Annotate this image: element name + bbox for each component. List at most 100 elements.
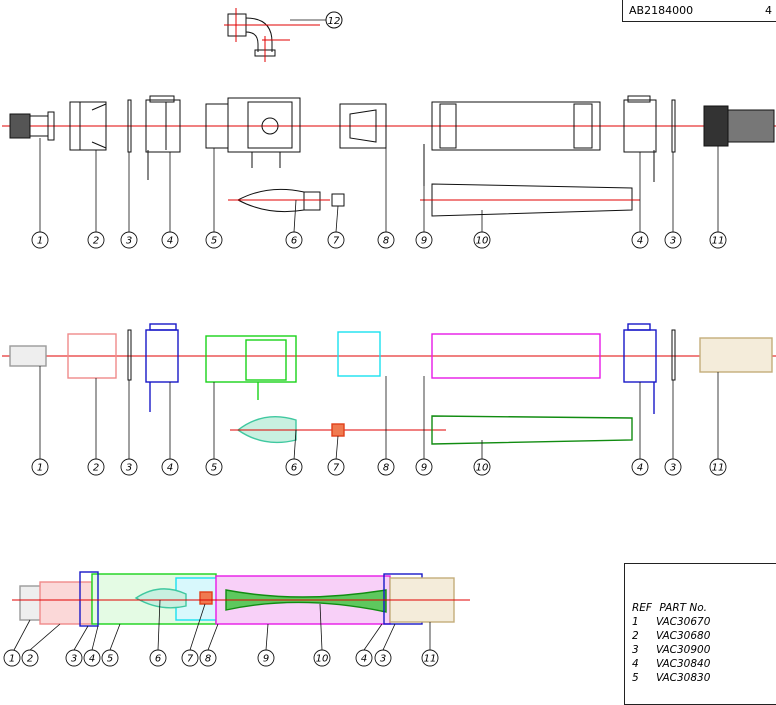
callout-balloon — [415, 231, 433, 249]
part-12-elbow — [224, 8, 320, 62]
callout-balloon — [205, 231, 223, 249]
callout-balloon — [421, 649, 439, 667]
callout-label: 3 — [670, 463, 676, 474]
callout-balloon — [31, 458, 49, 476]
callout-balloon — [65, 649, 83, 667]
callout-label: 8 — [205, 654, 211, 665]
callout-label: 10 — [476, 236, 489, 247]
callout-balloon — [101, 649, 119, 667]
callout-label: 10 — [316, 654, 329, 665]
callout-label: 1 — [9, 654, 15, 665]
callout-balloon — [473, 458, 491, 476]
callout-label: 3 — [71, 654, 77, 665]
callout-balloon — [257, 649, 275, 667]
callout-label: 9 — [263, 654, 269, 665]
callout-12: 12 — [290, 11, 343, 29]
callout-label: 7 — [333, 463, 340, 474]
parts-list-header: REF PART No. — [629, 602, 707, 614]
callout-balloon — [285, 231, 303, 249]
callout-label: 2 — [93, 236, 99, 247]
sheet-number: 4 — [765, 4, 772, 17]
callout-balloon — [285, 458, 303, 476]
callout-balloon — [31, 231, 49, 249]
callout-balloon — [161, 458, 179, 476]
callout-label: 4 — [89, 654, 95, 665]
callout-balloon — [631, 231, 649, 249]
callout-balloon — [205, 458, 223, 476]
row1-exploded-view — [2, 95, 776, 217]
callout-balloon — [83, 649, 101, 667]
callout-label: 5 — [107, 654, 113, 665]
callout-label: 4 — [167, 236, 173, 247]
callout-balloon — [3, 649, 21, 667]
row2-exploded-view-colour — [2, 323, 776, 445]
callout-balloon — [120, 458, 138, 476]
callout-12-label: 12 — [328, 16, 341, 27]
callout-label: 11 — [712, 236, 725, 247]
header-ref: REF — [632, 602, 652, 614]
callout-label: 3 — [380, 654, 386, 665]
callout-balloon — [199, 649, 217, 667]
callout-label: 7 — [333, 236, 340, 247]
callout-label: 4 — [637, 463, 643, 474]
callout-label: 5 — [211, 236, 217, 247]
callout-balloon — [355, 649, 373, 667]
callout-label: 10 — [476, 463, 489, 474]
callout-balloon — [327, 458, 345, 476]
drawing-number: AB2184000 — [629, 4, 694, 17]
callout-balloon — [181, 649, 199, 667]
callout-label: 8 — [383, 463, 389, 474]
callout-label: 6 — [291, 236, 297, 247]
callout-balloon — [120, 231, 138, 249]
callout-label: 8 — [383, 236, 389, 247]
callout-label: 2 — [93, 463, 99, 474]
callout-balloon — [87, 458, 105, 476]
callout-label: 5 — [211, 463, 217, 474]
callout-balloon — [377, 231, 395, 249]
callout-label: 3 — [670, 236, 676, 247]
row2-callouts — [39, 366, 719, 461]
callout-balloon — [149, 649, 167, 667]
callout-label: 3 — [126, 236, 132, 247]
callout-label: 9 — [421, 236, 427, 247]
row3-assembled-view — [12, 571, 470, 627]
callout-balloon — [374, 649, 392, 667]
callout-balloon — [327, 231, 345, 249]
callout-label: 4 — [361, 654, 367, 665]
callout-balloon — [473, 231, 491, 249]
row3-callouts — [13, 599, 431, 651]
callout-balloon — [377, 458, 395, 476]
callout-balloon — [664, 458, 682, 476]
callout-label: 2 — [27, 654, 33, 665]
callout-label: 3 — [126, 463, 132, 474]
callout-balloon — [664, 231, 682, 249]
callout-balloon — [709, 231, 727, 249]
callout-balloon — [313, 649, 331, 667]
callout-label: 7 — [187, 654, 194, 665]
callout-label: 6 — [155, 654, 161, 665]
callout-label: 11 — [712, 463, 725, 474]
callout-balloon — [631, 458, 649, 476]
callout-balloon — [415, 458, 433, 476]
row1-callouts — [39, 138, 719, 233]
header-part-no: PART No. — [659, 602, 707, 614]
callout-label: 1 — [37, 463, 43, 474]
callout-label: 9 — [421, 463, 427, 474]
callout-balloon — [709, 458, 727, 476]
callout-balloon — [161, 231, 179, 249]
title-block: AB2184000 4 — [622, 0, 776, 22]
callout-label: 1 — [37, 236, 43, 247]
callout-label: 4 — [637, 236, 643, 247]
callout-label: 6 — [291, 463, 297, 474]
callout-balloon — [21, 649, 39, 667]
callout-label: 4 — [167, 463, 173, 474]
callout-balloon — [87, 231, 105, 249]
